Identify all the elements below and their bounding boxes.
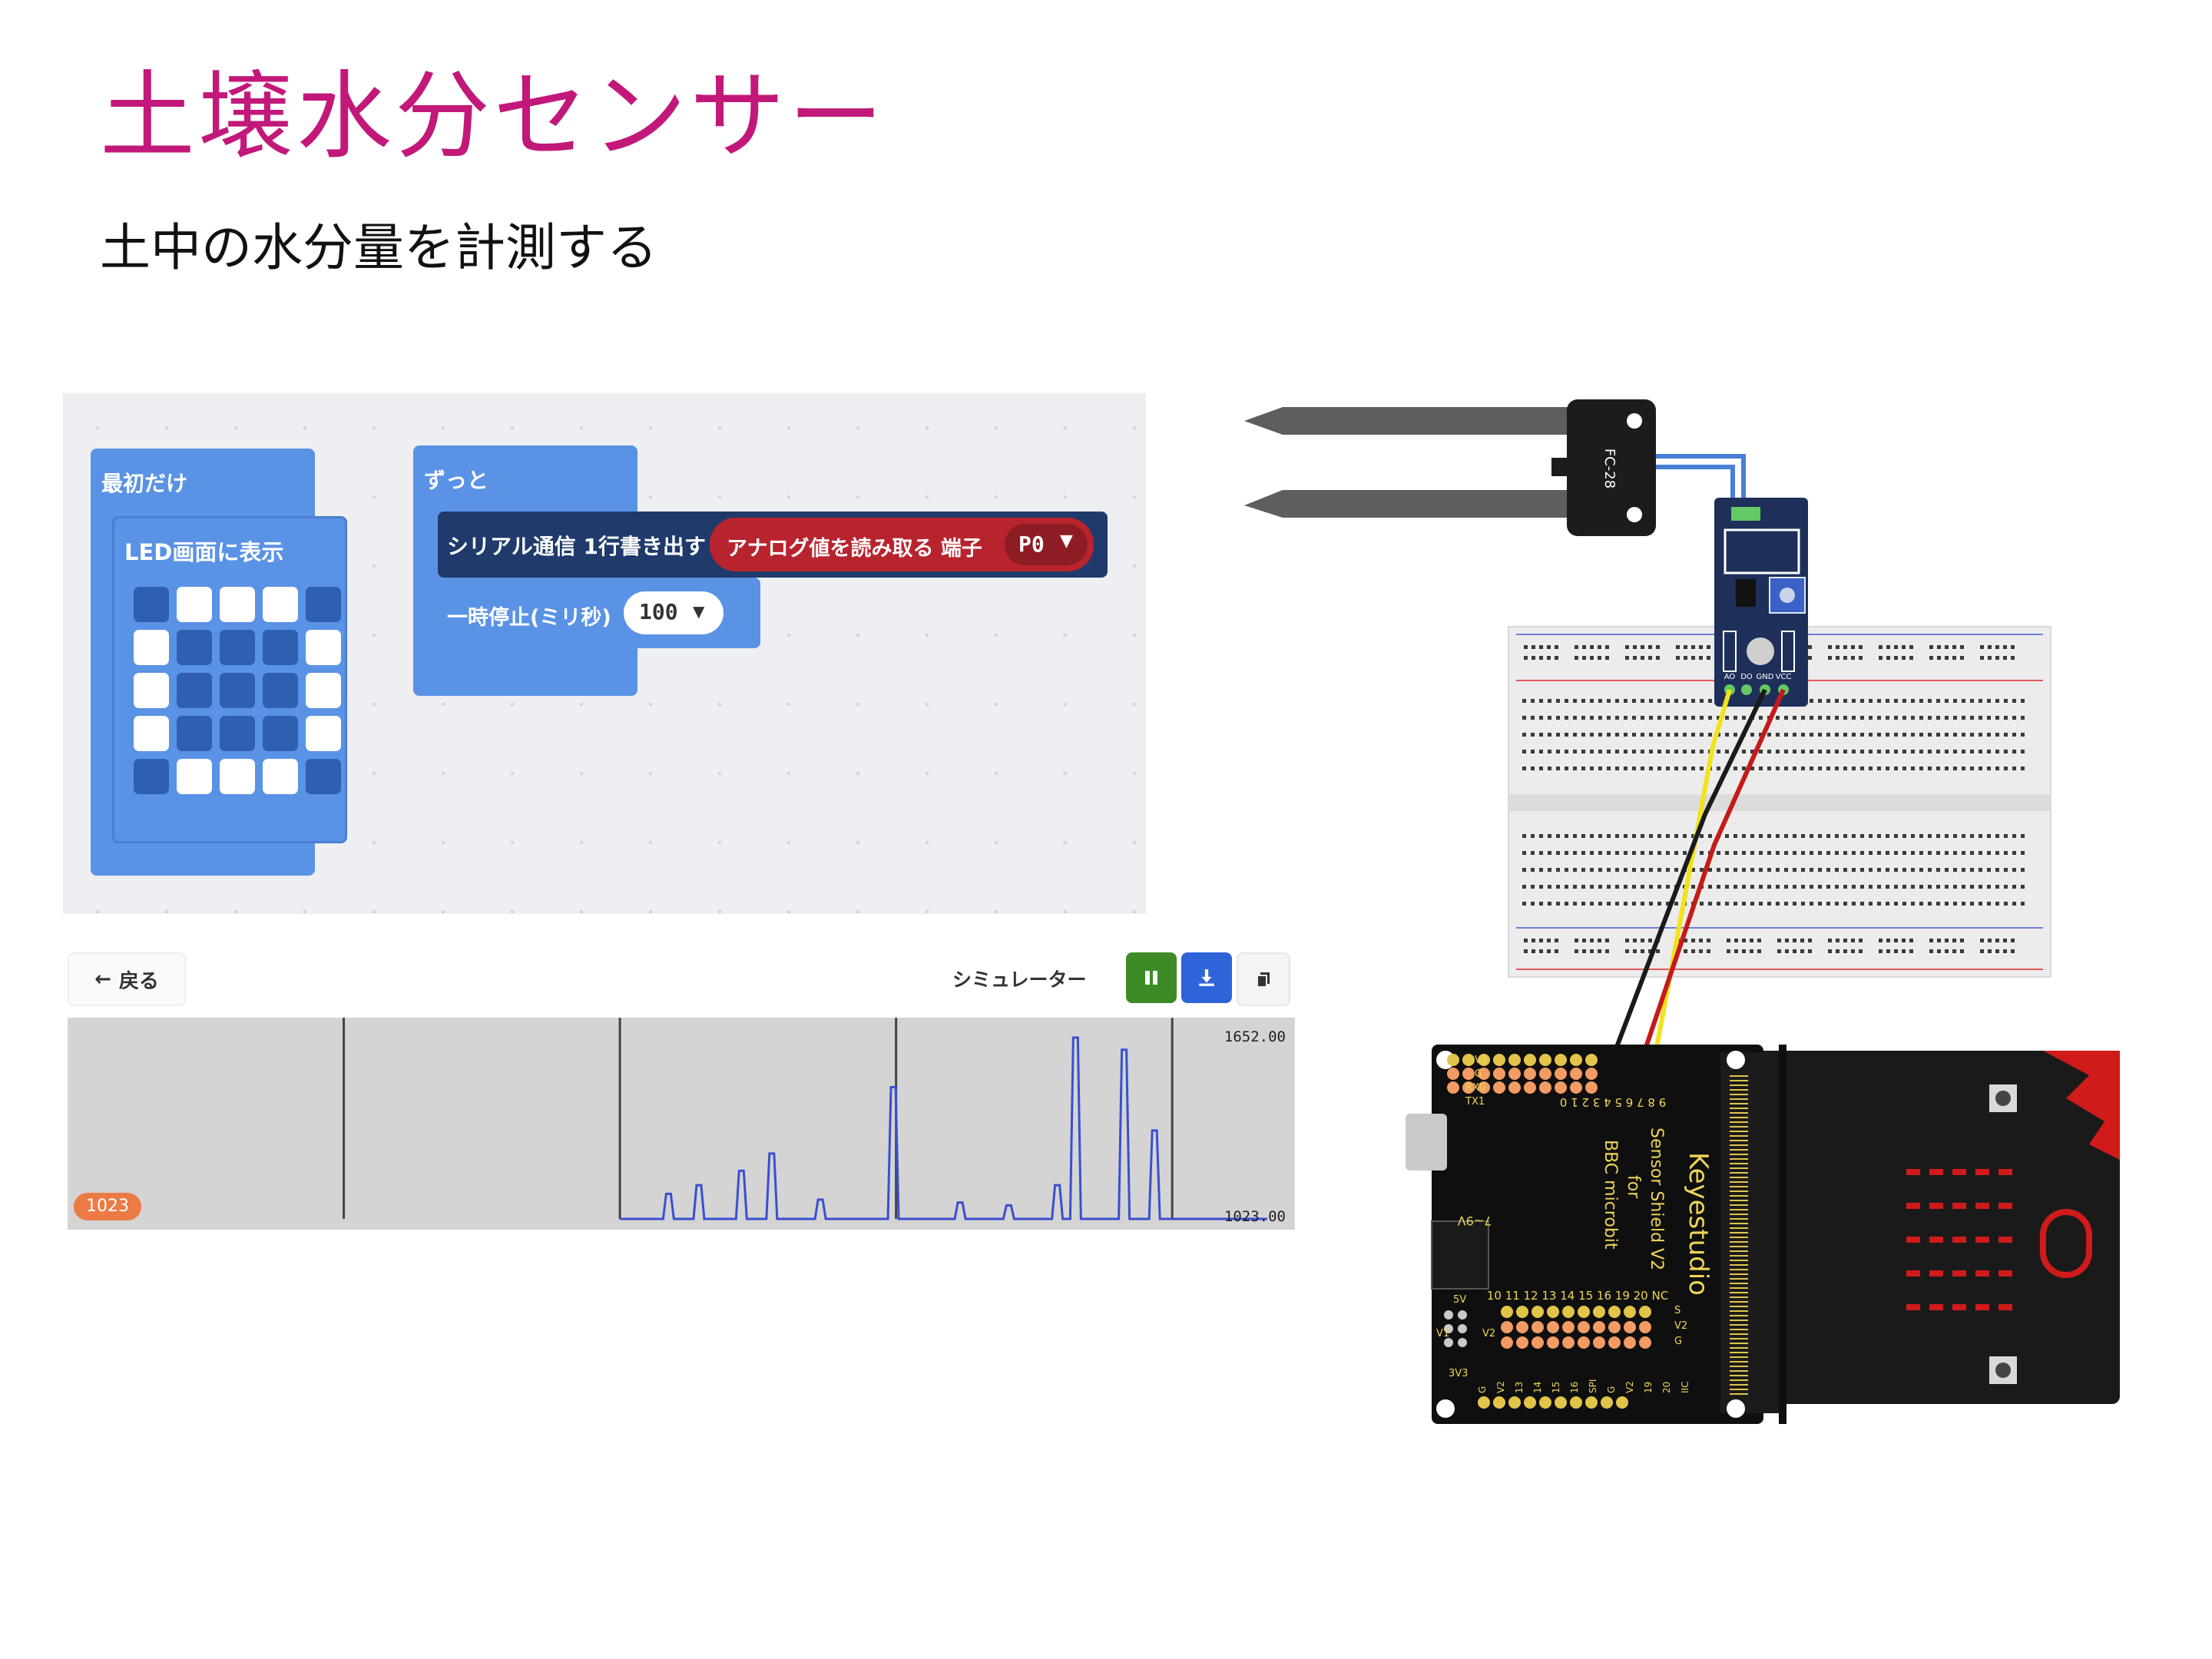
row-label-v2: V2: [1674, 1320, 1687, 1332]
led-cell[interactable]: [220, 759, 255, 794]
led-cell[interactable]: [263, 630, 298, 665]
row-label-g: G: [1674, 1336, 1682, 1347]
bottom-pin-label: G: [1477, 1386, 1488, 1393]
pause-value: 100: [639, 599, 678, 624]
min-value-label: 1023.00: [1224, 1208, 1286, 1225]
pause-value-field[interactable]: [624, 591, 724, 634]
label-rx0: RX0: [1465, 1082, 1485, 1094]
led-cell[interactable]: [177, 630, 212, 665]
led-cell[interactable]: [134, 716, 169, 751]
serial-data-line: [620, 1036, 1267, 1220]
power-label: 7~9V: [1458, 1214, 1492, 1228]
led-cell[interactable]: [177, 673, 212, 708]
arrow-left-icon: ←: [94, 968, 111, 991]
top-pin-numbers: 9 8 7 6 5 4 3 2 1 0: [1560, 1095, 1666, 1109]
pause-icon: [1145, 971, 1157, 985]
led-cell[interactable]: [134, 673, 169, 708]
pause-chevron-down-icon: ▼: [693, 602, 705, 621]
slide-title: 土壌水分センサー: [100, 61, 887, 172]
serial-chart-svg: [343, 1018, 1267, 1220]
led-cell[interactable]: [220, 587, 255, 622]
bottom-pin-numbers: 10 11 12 13 14 15 16 19 20 NC: [1487, 1289, 1668, 1303]
led-cell[interactable]: [306, 716, 341, 751]
led-cell[interactable]: [263, 759, 298, 794]
led-cell[interactable]: [177, 587, 212, 622]
led-cell[interactable]: [263, 716, 298, 751]
pause-button[interactable]: [1126, 952, 1177, 1003]
bottom-pin-label: 13: [1514, 1382, 1525, 1393]
simulator-label: シミュレーター: [952, 969, 1087, 991]
pin-gnd-label: GND: [1757, 673, 1774, 681]
row-label-s: S: [1674, 1305, 1681, 1316]
led-cell[interactable]: [177, 759, 212, 794]
jumper-3v3: 3V3: [1449, 1368, 1468, 1379]
led-cell[interactable]: [177, 716, 212, 751]
serial-write-label: シリアル通信 1行書き出す: [447, 534, 706, 559]
label-tx1: TX1: [1465, 1096, 1485, 1108]
pin-dropdown[interactable]: [1005, 524, 1088, 565]
show-leds-label: LED画面に表示: [124, 539, 284, 565]
pin-value: P0: [1018, 531, 1045, 557]
download-icon: [1199, 969, 1214, 986]
hardware-diagram: FC-28 AO DO GND VCC: [1244, 399, 2120, 1424]
slide-subtitle: 土中の水分量を計測する: [100, 218, 657, 277]
led-cell[interactable]: [263, 673, 298, 708]
back-button[interactable]: ← 戻る: [68, 952, 186, 1006]
on-start-label: 最初だけ: [101, 471, 188, 496]
shield-for: for: [1624, 1175, 1643, 1199]
bottom-pin-label: 15: [1551, 1382, 1561, 1393]
bottom-pin-label: 20: [1661, 1382, 1672, 1393]
shield-micro: BBC microbit: [1601, 1140, 1620, 1250]
led-grid[interactable]: [134, 587, 343, 796]
forever-label: ずっと: [424, 468, 489, 493]
shield-title: Sensor Shield V2: [1647, 1128, 1666, 1270]
led-cell[interactable]: [263, 587, 298, 622]
led-cell[interactable]: [220, 630, 255, 665]
max-value-label: 1652.00: [1224, 1028, 1286, 1045]
bottom-pin-label: 19: [1643, 1382, 1654, 1393]
bottom-pin-label: IIC: [1680, 1382, 1690, 1393]
bottom-pin-label: 14: [1532, 1382, 1543, 1393]
back-button-label: 戻る: [118, 969, 159, 993]
shield-brand: Keyestudio: [1683, 1152, 1714, 1296]
sensor-shield: Keyestudio Sensor Shield V2 for BBC micr…: [1406, 1045, 1786, 1424]
bottom-pin-label: 16: [1569, 1382, 1580, 1393]
pin-do-label: DO: [1740, 673, 1753, 681]
pin-vcc-label: VCC: [1776, 673, 1792, 681]
copy-button[interactable]: [1237, 952, 1290, 1006]
bottom-pin-label: G: [1606, 1386, 1617, 1393]
copy-icon: [1257, 972, 1270, 988]
probe-label: FC-28: [1601, 449, 1618, 488]
led-cell[interactable]: [306, 673, 341, 708]
sensor-module: AO DO GND VCC: [1714, 498, 1808, 707]
analog-read-label: アナログ値を読み取る 端子: [727, 537, 982, 561]
label-g: G: [1475, 1068, 1482, 1080]
jumper-5v: 5V: [1453, 1294, 1466, 1306]
bottom-pin-label: V2: [1624, 1381, 1635, 1393]
serial-chart[interactable]: 1652.00 1023.00 1023: [68, 1018, 1295, 1230]
led-cell[interactable]: [306, 759, 341, 794]
pin-chevron-down-icon: ▼: [1060, 531, 1073, 551]
bottom-pin-label: SPI: [1588, 1379, 1598, 1393]
download-button[interactable]: [1181, 952, 1232, 1003]
blocks-workspace[interactable]: 最初だけ LED画面に表示 ずっと シリアル通信 1行書き出す アナログ値を読み…: [63, 393, 1146, 914]
led-cell[interactable]: [134, 759, 169, 794]
led-cell[interactable]: [306, 587, 341, 622]
label-v1: V1: [1475, 1055, 1488, 1066]
bottom-pin-label: V2: [1495, 1381, 1506, 1393]
pause-label: 一時停止(ミリ秒): [447, 606, 611, 630]
led-cell[interactable]: [306, 630, 341, 665]
pin-ao-label: AO: [1724, 673, 1736, 681]
microbit-board: [1751, 1051, 2120, 1404]
power-wire: [1635, 688, 1786, 1073]
led-cell[interactable]: [134, 587, 169, 622]
ground-wire: [1606, 688, 1767, 1071]
jumper-v1: V1: [1436, 1328, 1449, 1339]
jumper-v2: V2: [1482, 1328, 1495, 1339]
led-cell[interactable]: [220, 716, 255, 751]
soil-probe: FC-28: [1244, 399, 1656, 536]
led-cell[interactable]: [134, 630, 169, 665]
current-value-badge: 1023: [74, 1193, 141, 1220]
led-cell[interactable]: [220, 673, 255, 708]
